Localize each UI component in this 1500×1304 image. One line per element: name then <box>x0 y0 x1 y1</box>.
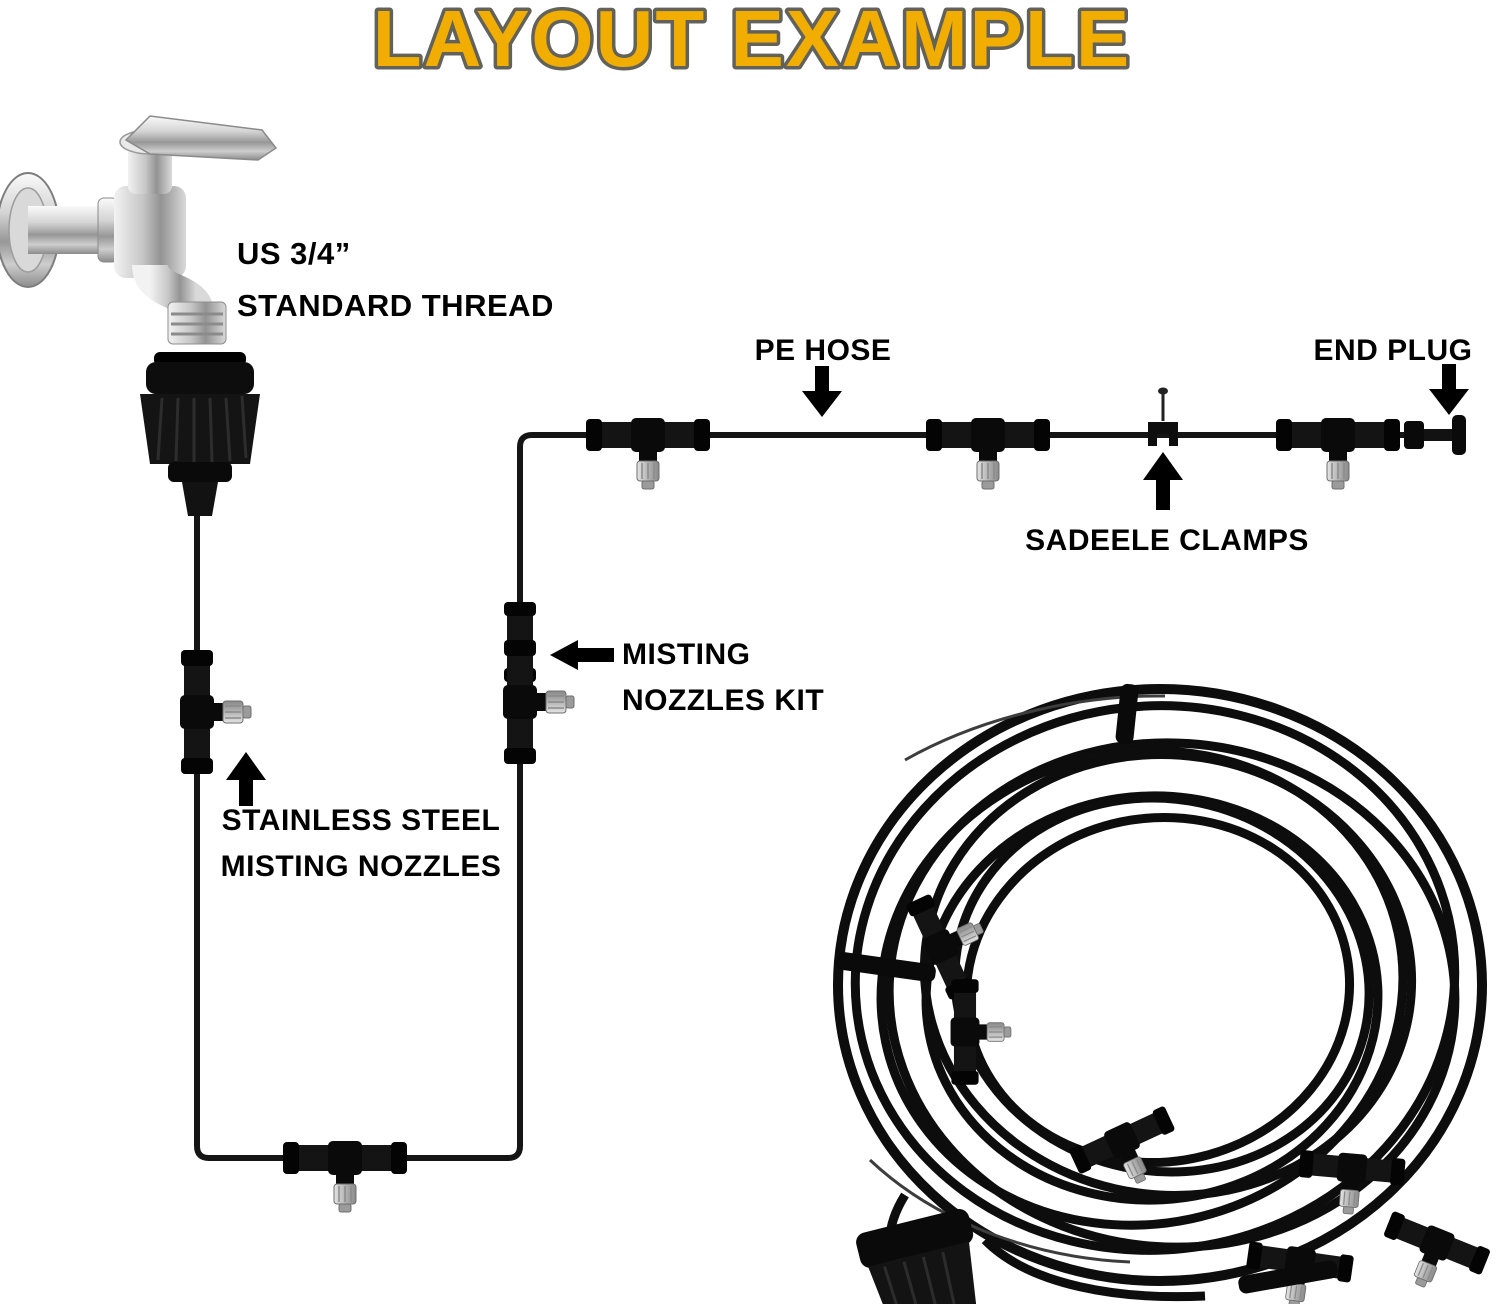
nozzles-kit-label-line2: NOZZLES KIT <box>622 684 825 717</box>
ss-nozzles-label-line1: STAINLESS STEEL <box>221 804 501 837</box>
pe-hose-label: PE HOSE <box>754 334 892 367</box>
callout-arrows <box>226 364 1469 806</box>
misting-nozzle-tee <box>586 418 710 489</box>
end-plug <box>1404 415 1466 455</box>
ss-nozzles-label-line2: MISTING NOZZLES <box>220 850 502 883</box>
thread-label-line2: STANDARD THREAD <box>237 288 554 323</box>
page-title: LAYOUT EXAMPLE <box>373 0 1131 83</box>
misting-nozzle-tee <box>180 650 251 774</box>
coil-cable-ties <box>836 683 1338 1294</box>
clamps-label: SADEELE CLAMPS <box>1025 524 1309 557</box>
ss-nozzles-arrow-up-icon <box>226 752 266 806</box>
coiled-hose <box>833 684 1487 1304</box>
clamps-arrow-up-icon <box>1143 452 1183 510</box>
ss-nozzles-label: STAINLESS STEEL MISTING NOZZLES <box>221 798 502 890</box>
misting-nozzle-tee <box>1371 1210 1491 1304</box>
thread-label: US 3/4” STANDARD THREAD <box>237 228 554 332</box>
saddle-clamp <box>1148 387 1178 446</box>
misting-nozzle-tee <box>926 418 1050 489</box>
end-plug-label: END PLUG <box>1313 334 1473 367</box>
faucet <box>0 115 278 345</box>
faucet-adapter <box>140 352 260 516</box>
misting-nozzle-tee <box>1276 418 1400 489</box>
pe-hose-arrow-down-icon <box>802 366 842 417</box>
faucet-handle <box>124 115 278 161</box>
nozzles-kit-label-line1: MISTING <box>622 638 751 671</box>
misting-nozzle-tee <box>283 1141 407 1212</box>
pe-hose-line <box>194 432 1413 1161</box>
nozzles-kit-label: MISTING NOZZLES KIT <box>622 632 824 724</box>
coil-faucet-adapter <box>856 1209 978 1304</box>
thread-label-line1: US 3/4” <box>237 236 351 271</box>
nozzles-kit-arrow-left-icon <box>550 640 614 670</box>
end-plug-arrow-down-icon <box>1429 364 1469 415</box>
